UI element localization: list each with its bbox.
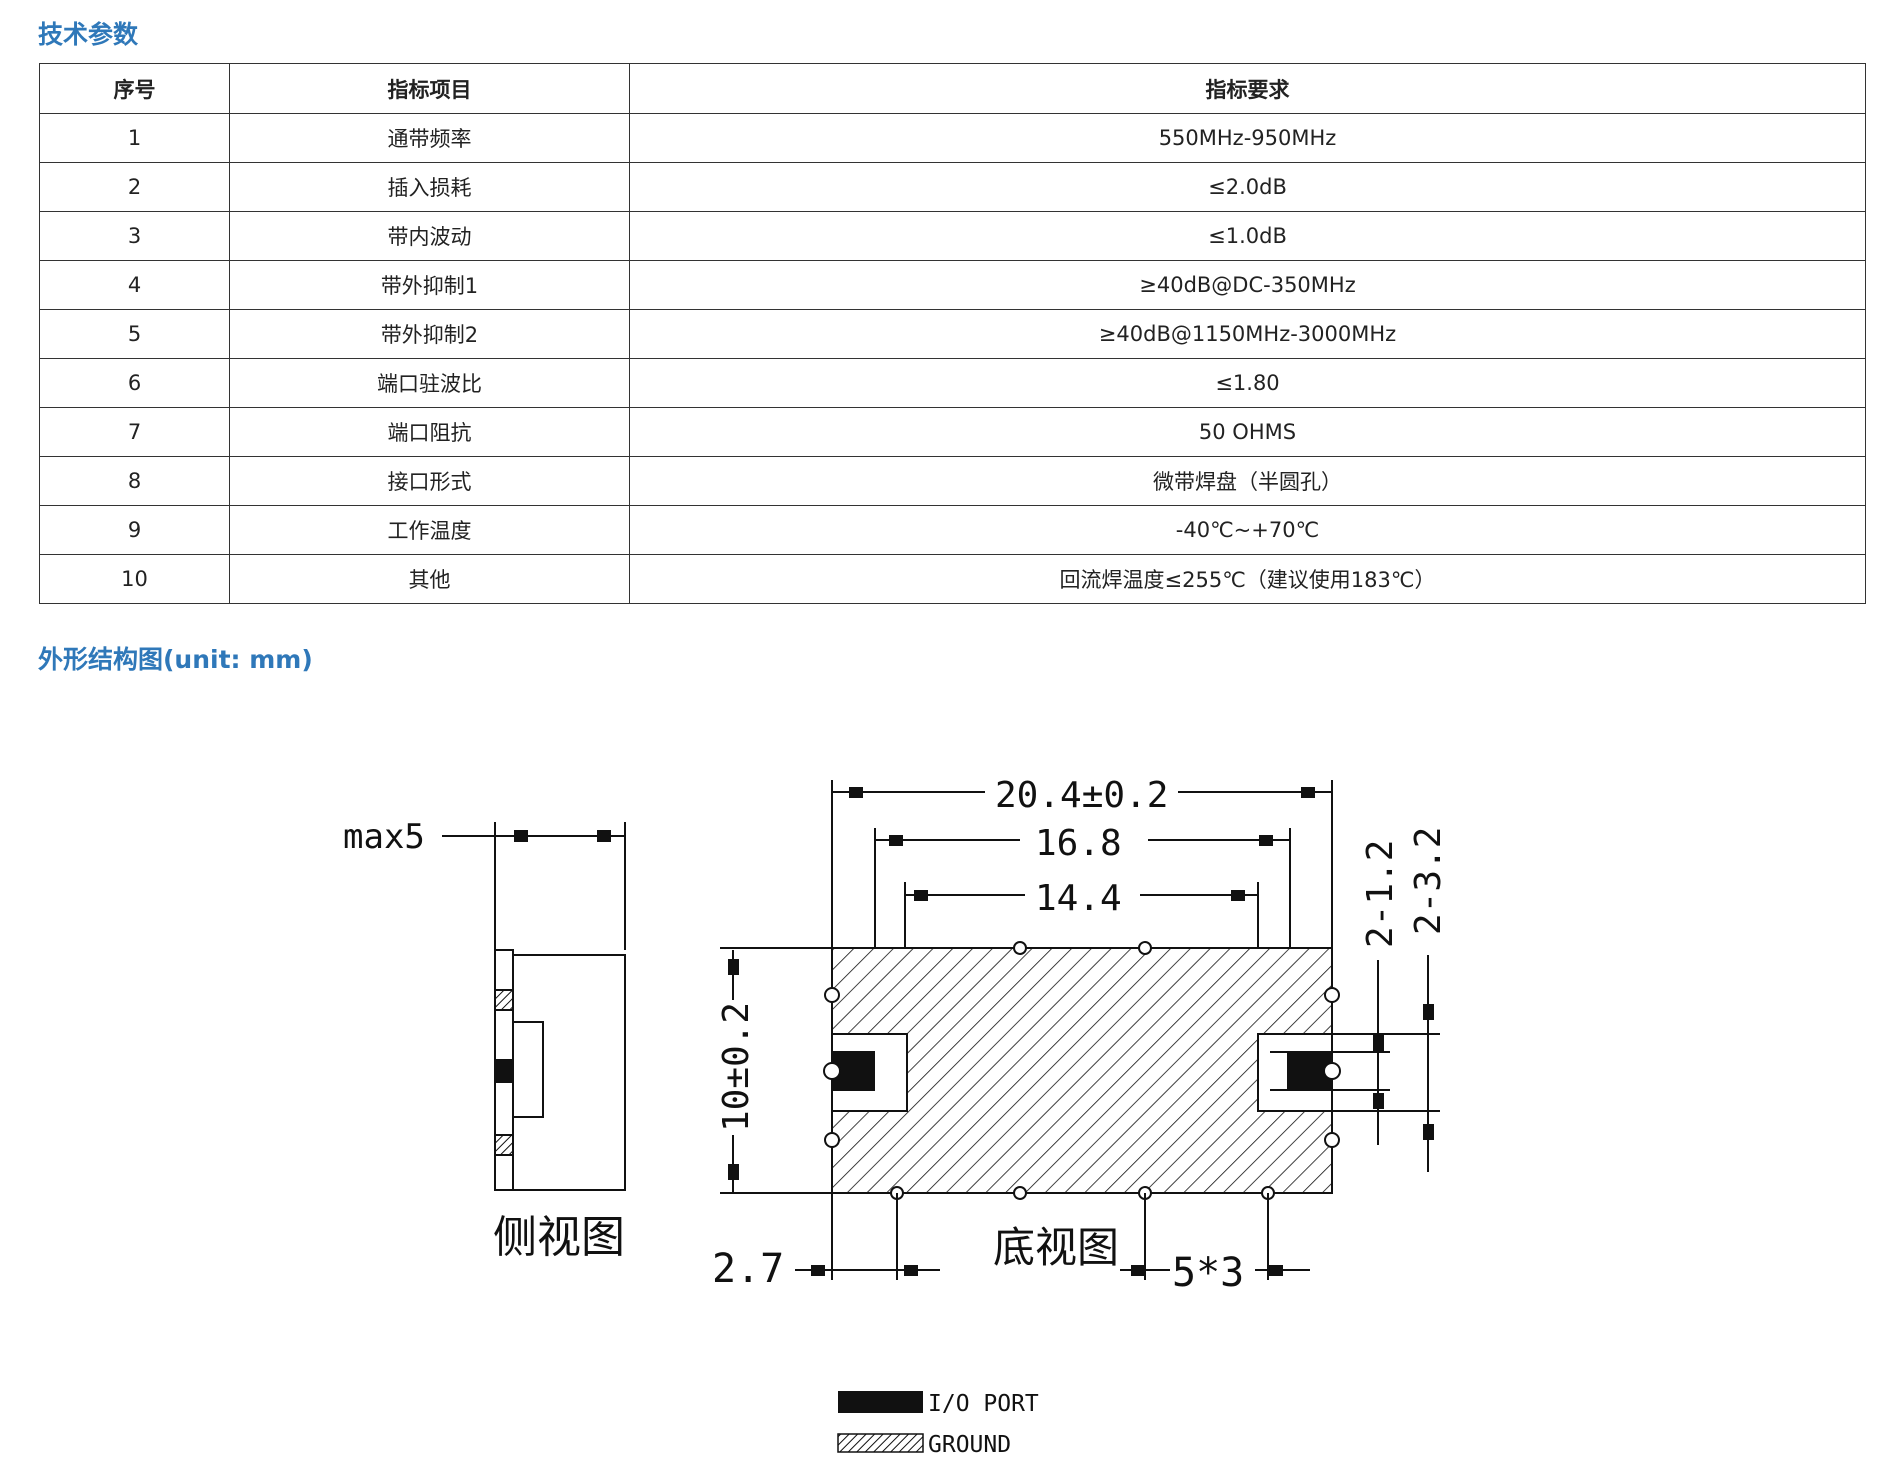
dim-hole-pitch-label: 5*3 — [1172, 1250, 1244, 1296]
cell-item: 带外抑制1 — [229, 260, 630, 310]
side-view: max5 侧视图 — [343, 817, 626, 1263]
cell-no: 10 — [39, 554, 230, 604]
dim-edge-label: 2.7 — [712, 1246, 784, 1292]
cell-item: 带外抑制2 — [229, 309, 630, 359]
outline-section-title: 外形结构图(unit: mm) — [38, 645, 313, 674]
legend-io-label: I/O PORT — [928, 1391, 1039, 1417]
header-no: 序号 — [39, 63, 230, 114]
dim-length-label: 20.4±0.2 — [995, 775, 1168, 816]
side-view-max-label: max5 — [343, 817, 425, 857]
cell-requirement: 回流焊温度≤255℃（建议使用183℃） — [629, 554, 1866, 604]
cell-requirement: ≤1.0dB — [629, 211, 1866, 261]
dim-pad-inner-label: 14.4 — [1035, 878, 1122, 919]
dimension-lines: 20.4±0.2 16.8 14.4 10±0.2 2-1.2 2-3.2 — [712, 775, 1449, 1296]
cell-no: 1 — [39, 113, 230, 163]
cell-item: 端口驻波比 — [229, 358, 630, 408]
cell-item: 其他 — [229, 554, 630, 604]
dim-height-label: 10±0.2 — [716, 1002, 757, 1132]
cell-no: 3 — [39, 211, 230, 261]
bottom-view-caption: 底视图 — [993, 1223, 1119, 1272]
side-view-caption: 侧视图 — [493, 1212, 625, 1263]
dim-port-1-label: 2-1.2 — [1360, 840, 1401, 948]
specs-section-title: 技术参数 — [38, 20, 139, 49]
cell-item: 插入损耗 — [229, 162, 630, 212]
half-holes — [823, 941, 1341, 1200]
cell-item: 通带频率 — [229, 113, 630, 163]
cell-item: 端口阻抗 — [229, 407, 630, 457]
cell-no: 8 — [39, 456, 230, 506]
bottom-view — [823, 941, 1341, 1200]
header-requirement: 指标要求 — [629, 63, 1866, 114]
cell-item: 接口形式 — [229, 456, 630, 506]
cell-no: 7 — [39, 407, 230, 457]
cell-requirement: ≥40dB@DC-350MHz — [629, 260, 1866, 310]
legend-ground-swatch — [837, 1433, 924, 1453]
legend-ground-label: GROUND — [928, 1432, 1011, 1458]
cell-item: 带内波动 — [229, 211, 630, 261]
legend-io-swatch — [838, 1391, 923, 1413]
legend: I/O PORT GROUND — [837, 1391, 1039, 1458]
cell-requirement: ≥40dB@1150MHz-3000MHz — [629, 309, 1866, 359]
cell-no: 2 — [39, 162, 230, 212]
cell-requirement: 微带焊盘（半圆孔） — [629, 456, 1866, 506]
dim-pad-outer-label: 16.8 — [1035, 823, 1122, 864]
dim-port-2-label: 2-3.2 — [1408, 827, 1449, 935]
